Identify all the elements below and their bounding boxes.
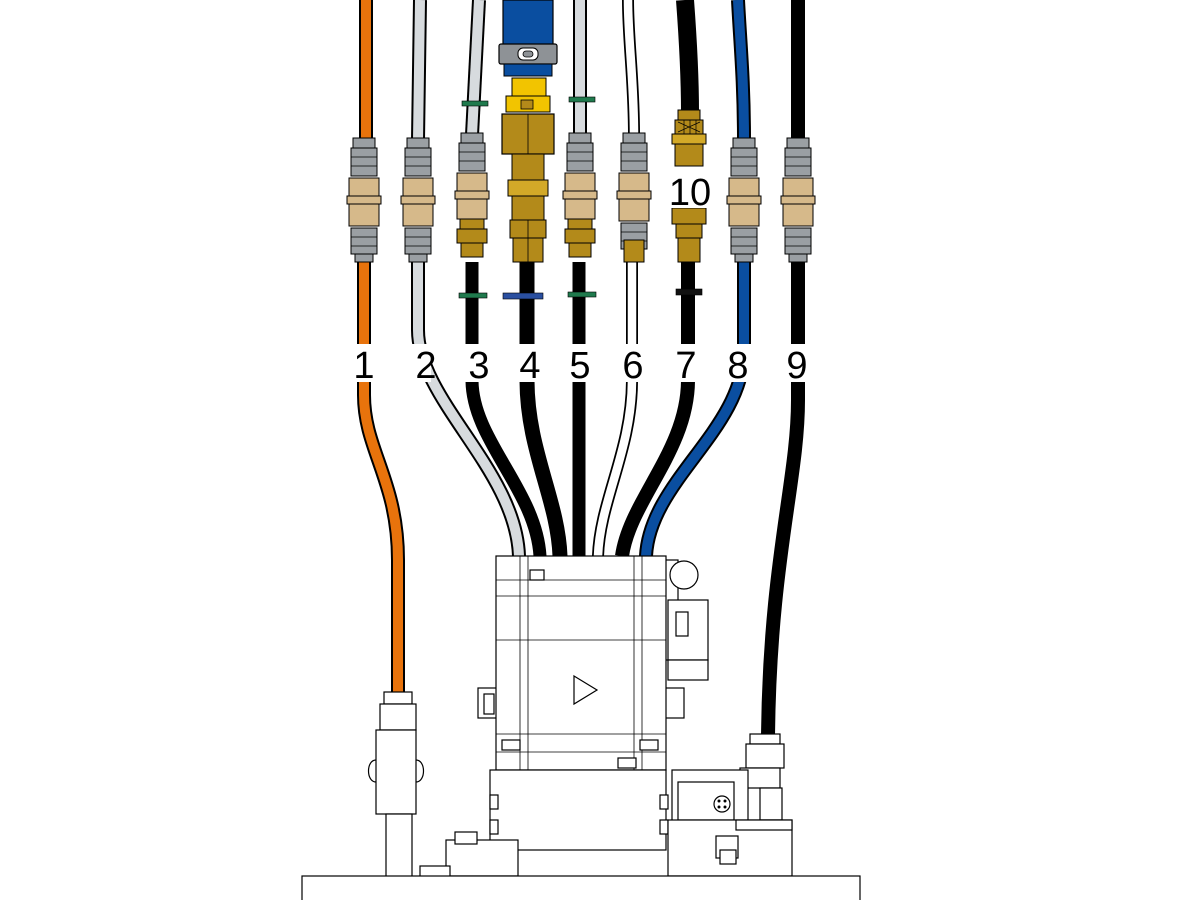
play-triangle-icon (573, 674, 599, 706)
left-valve (367, 691, 425, 879)
connector-5 (562, 132, 598, 258)
label-6: 6 (622, 345, 643, 387)
label-10: 10 (669, 172, 711, 214)
hose-1 (357, 0, 405, 700)
base-plate (301, 875, 861, 900)
label-7: 7 (675, 345, 696, 387)
connector-4 (498, 43, 558, 263)
hose-7 (615, 0, 699, 558)
connector-1 (346, 137, 382, 263)
right-valve-block (667, 733, 793, 877)
label-8: 8 (727, 345, 748, 387)
cable-tie-3-bottom (458, 292, 488, 299)
label-background (351, 170, 810, 382)
cable-tie-5-bottom (567, 291, 597, 298)
cable-tie-4-bottom (502, 292, 544, 300)
hose-5 (572, 0, 587, 556)
hose-6 (592, 0, 640, 557)
cable-tie-3-top (461, 100, 489, 107)
cable-tie-7-bottom (675, 288, 703, 296)
label-2: 2 (415, 345, 436, 387)
connector-2 (400, 137, 436, 263)
label-5: 5 (569, 345, 590, 387)
hose-9 (761, 0, 805, 736)
label-3: 3 (468, 345, 489, 387)
label-1: 1 (353, 345, 374, 387)
label-4: 4 (519, 345, 540, 387)
label-9: 9 (786, 345, 807, 387)
cable-tie-5-top (568, 96, 596, 103)
hose-3 (465, 0, 547, 557)
motor-assembly (419, 555, 709, 879)
connector-9 (780, 137, 816, 263)
connector-3 (454, 132, 490, 258)
hose-4 (502, 0, 568, 557)
connector-8 (726, 137, 762, 263)
connector-6 (616, 132, 652, 263)
